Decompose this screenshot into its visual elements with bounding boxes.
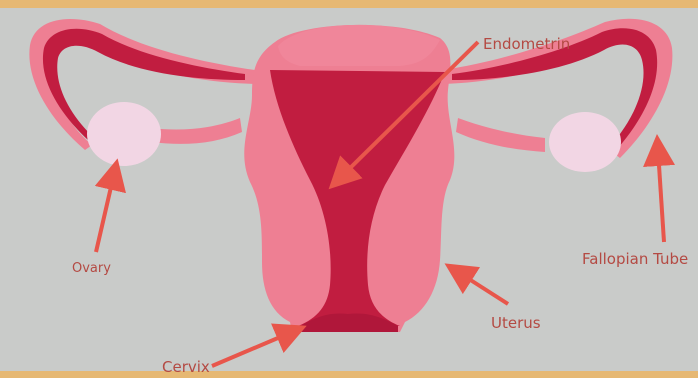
label-cervix: Cervix xyxy=(162,360,210,375)
left-ovary xyxy=(87,102,161,166)
label-fallopian-tube: Fallopian Tube xyxy=(582,252,688,267)
label-ovary: Ovary xyxy=(72,262,111,275)
label-endometrin: Endometrin xyxy=(483,37,570,52)
label-uterus: Uterus xyxy=(491,316,541,331)
right-ovary xyxy=(549,112,621,172)
